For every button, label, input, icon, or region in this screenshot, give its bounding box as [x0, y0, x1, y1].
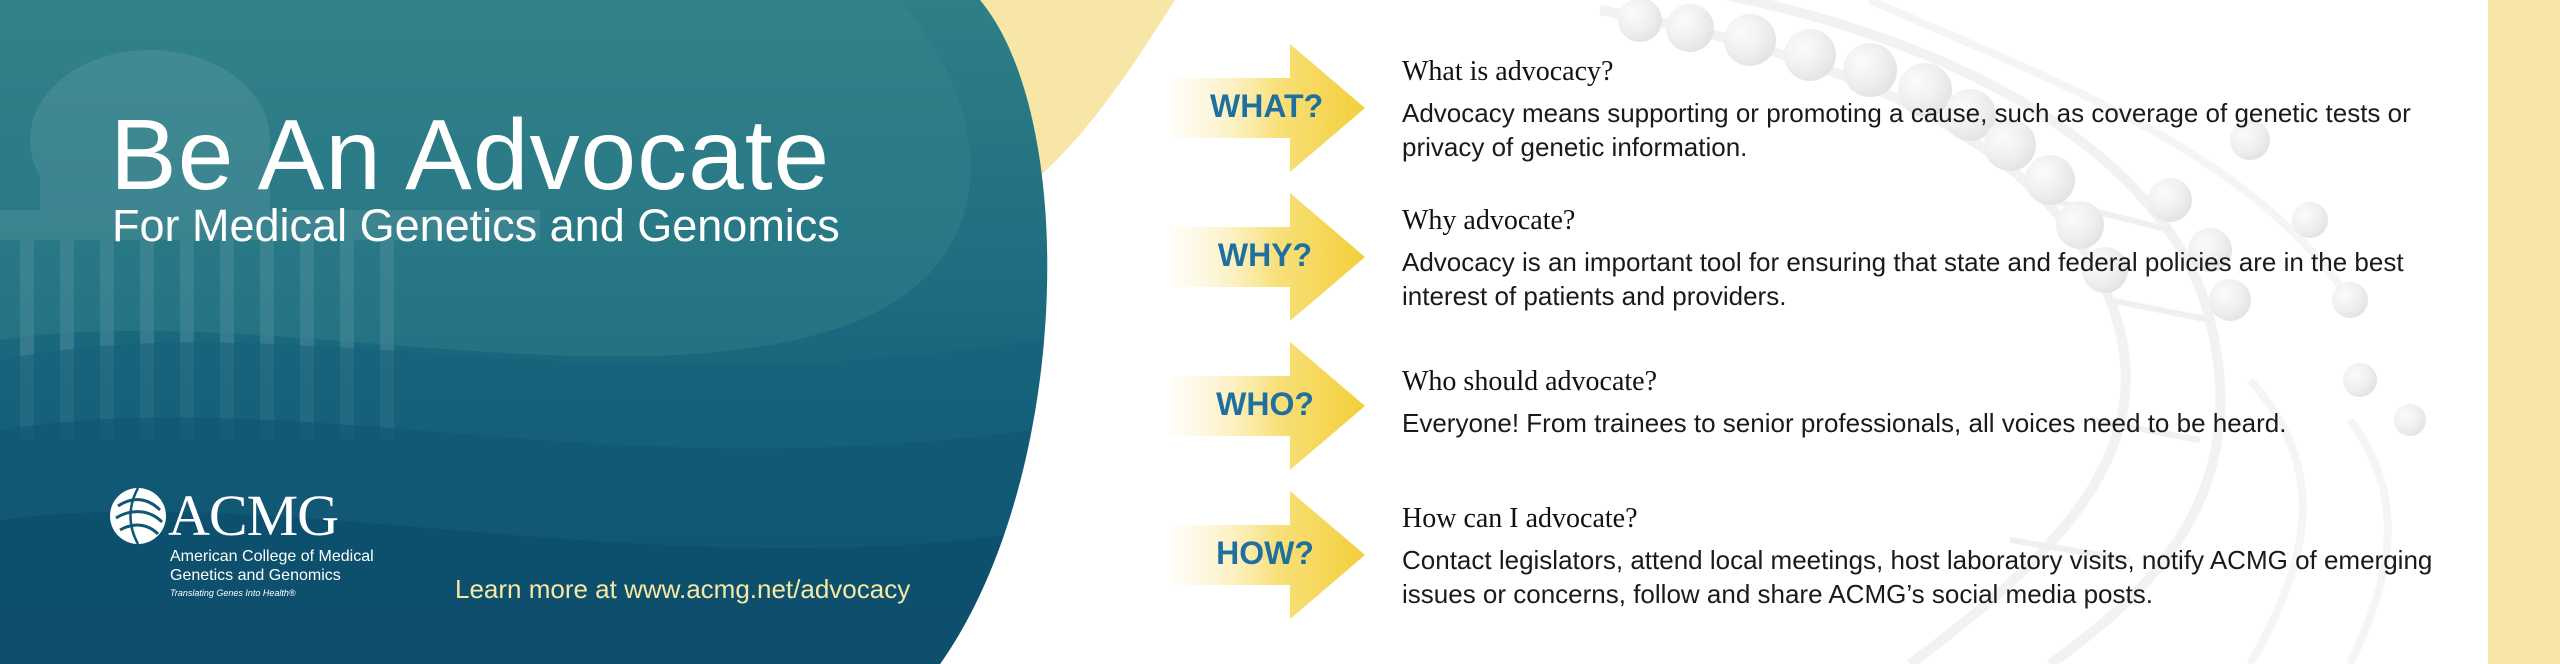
- arrow-why-icon: [1170, 193, 1365, 321]
- answer-who: Everyone! From trainees to senior profes…: [1402, 408, 2287, 438]
- right-accent-strip: [2488, 0, 2560, 664]
- dna-helix-watermark: [1599, 0, 2426, 664]
- question-what: What is advocacy?: [1402, 56, 1614, 87]
- arrow-label-who: WHO?: [1216, 386, 1314, 422]
- answer-how: Contact legislators, attend local meetin…: [1402, 545, 2433, 609]
- arrow-how-icon: [1170, 491, 1365, 619]
- question-why: Why advocate?: [1402, 205, 1576, 236]
- answer-what: Advocacy means supporting or promoting a…: [1402, 98, 2411, 162]
- hero-subtitle: For Medical Genetics and Genomics: [112, 200, 840, 251]
- arrow-what-icon: [1170, 44, 1365, 172]
- question-who: Who should advocate?: [1402, 366, 1658, 397]
- qa-why: WHY? Why advocate? Advocacy is an import…: [1170, 193, 2470, 323]
- arrow-label-why: WHY?: [1217, 237, 1313, 273]
- logo-org-line-2: Genetics and Genomics: [170, 567, 341, 584]
- logo-acronym: ACMG: [168, 483, 339, 548]
- acmg-globe-icon: [110, 487, 166, 545]
- acmg-logo: ACMG American College of Medical Genetic…: [108, 483, 408, 606]
- qa-how: HOW? How can I advocate? Contact legisla…: [1170, 491, 2470, 621]
- hero-background: [0, 0, 1175, 664]
- question-how: How can I advocate?: [1402, 503, 1638, 534]
- arrow-who-icon: [1170, 342, 1365, 470]
- logo-tagline: Translating Genes Into Health®: [170, 588, 296, 598]
- hero-title: Be An Advocate: [110, 99, 831, 211]
- logo-org-line-1: American College of Medical: [170, 548, 374, 565]
- arrow-label-how: HOW?: [1216, 535, 1314, 571]
- answer-why: Advocacy is an important tool for ensuri…: [1402, 247, 2404, 311]
- qa-what: WHAT? What is advocacy? Advocacy means s…: [1170, 44, 2470, 174]
- arrow-label-what: WHAT?: [1210, 88, 1324, 124]
- learn-more-link[interactable]: Learn more at www.acmg.net/advocacy: [455, 574, 911, 604]
- qa-who: WHO? Who should advocate? Everyone! From…: [1170, 342, 2470, 472]
